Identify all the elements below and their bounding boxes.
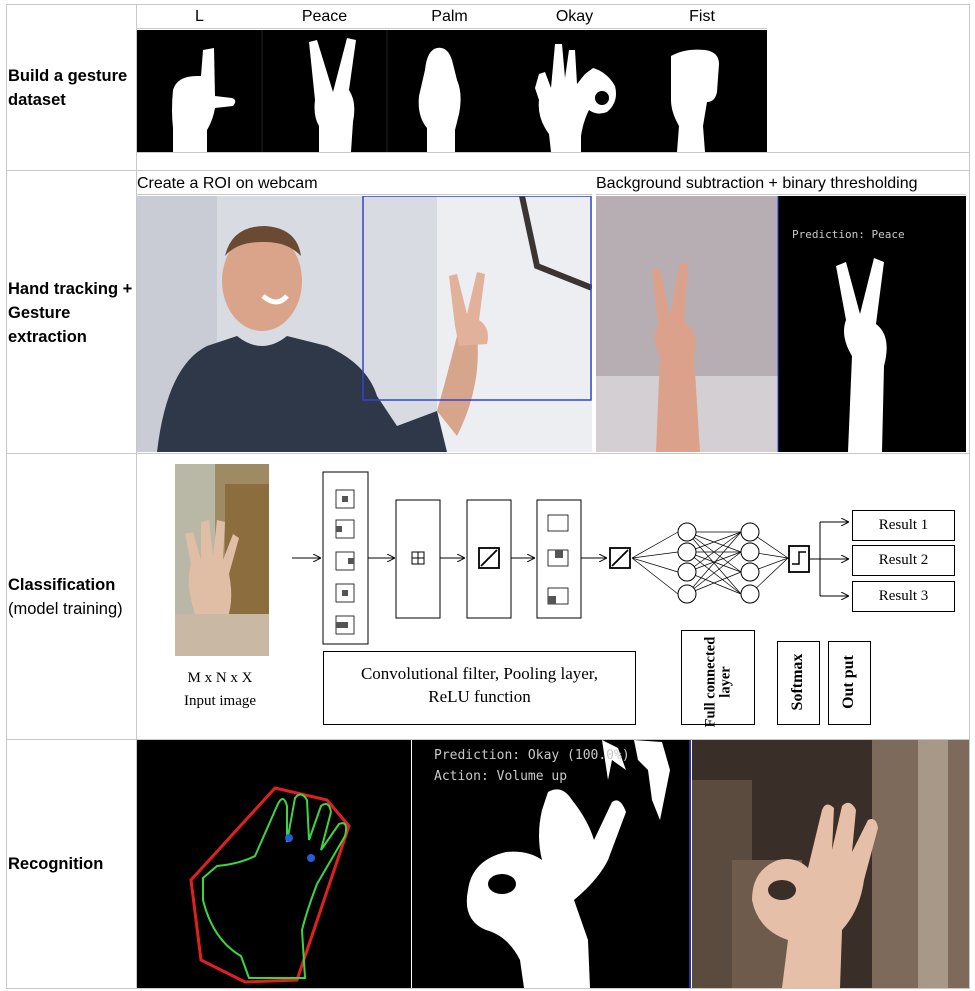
gesture-image-fist [671, 49, 719, 152]
conv-description-line1: Convolutional filter, Pooling layer, [360, 664, 599, 683]
roi-box [362, 196, 592, 401]
convex-hull [189, 786, 351, 984]
roi-caption-underline [137, 194, 592, 195]
recognition-prediction-text: Prediction: Okay (100.0%) [434, 748, 630, 763]
pooling-block [395, 499, 441, 619]
gesture-image-peace [309, 38, 356, 152]
binary-okay-panel [412, 740, 691, 988]
result-label-2: Result 2 [878, 552, 929, 568]
input-image-label: Input image [183, 693, 257, 709]
result-box-3: Result 3 [852, 581, 955, 612]
row-label-recognition: Recognition [8, 855, 104, 873]
cnn-architecture-diagram [292, 471, 860, 645]
gesture-label-okay: Okay [555, 8, 594, 25]
row-label-dataset: Build a gesture dataset [8, 67, 128, 109]
classification-main-label: Classification [8, 576, 116, 594]
bg-subtraction-caption: Background subtraction + binary threshol… [596, 175, 918, 192]
roi-caption: Create a ROI on webcam [137, 175, 318, 192]
dataset-bottom-line [137, 152, 970, 153]
row-divider-2 [6, 453, 970, 454]
row-divider-1 [6, 170, 970, 171]
conv-description-line2: ReLU function [428, 687, 531, 706]
result-label-3: Result 3 [878, 588, 929, 604]
conv-description-box: Convolutional filter, Pooling layer, ReL… [323, 651, 636, 725]
gesture-label-palm: Palm [431, 8, 468, 25]
output-label-box: Out put [828, 641, 871, 725]
result-box-1: Result 1 [852, 510, 955, 541]
binary-hand-mask [836, 258, 887, 452]
label-column-divider [136, 4, 137, 989]
result-box-2: Result 2 [852, 545, 955, 576]
softmax-label-box: Softmax [777, 641, 820, 725]
person-figure [157, 226, 488, 452]
row-label-tracking: Hand tracking + Gesture extraction [8, 280, 133, 346]
result-label-1: Result 1 [878, 517, 929, 533]
webcam-roi-frame [137, 196, 592, 452]
gesture-image-l [172, 48, 236, 152]
second-conv-block [536, 499, 582, 619]
tracking-prediction-text: Prediction: Peace [792, 228, 905, 241]
webcam-okay-panel [692, 740, 969, 988]
gesture-caption-underline [137, 28, 767, 29]
row-label-classification: Classification (model training) [8, 573, 134, 621]
gesture-dataset-strip [137, 30, 767, 152]
gesture-image-palm [418, 47, 461, 152]
figure-frame [6, 4, 970, 989]
relu-block [466, 499, 512, 619]
fc-label-text: Full connected layer [702, 636, 734, 728]
gesture-image-okay [535, 44, 616, 152]
hand-photo [652, 262, 700, 452]
input-dims-label: M x N x X [187, 670, 253, 686]
fc-label-box: Full connected layer [681, 630, 755, 727]
row-divider-3 [6, 739, 970, 740]
bg-caption-underline [596, 194, 966, 195]
output-label-text: Out put [840, 655, 857, 709]
hand-contour [202, 793, 348, 979]
gesture-label-l: L [195, 8, 204, 25]
gesture-label-fist: Fist [689, 8, 715, 25]
recognition-action-text: Action: Volume up [434, 769, 568, 784]
classification-sub-label: (model training) [8, 600, 123, 618]
defect-point-2 [307, 854, 315, 862]
softmax-label-text: Softmax [789, 653, 806, 711]
okay-hand-photo [752, 802, 878, 988]
defect-point-1 [285, 834, 293, 842]
contour-hull-panel [137, 740, 411, 988]
fully-connected-network [631, 531, 789, 595]
binary-okay-mask [466, 789, 626, 988]
gesture-label-peace: Peace [301, 8, 348, 25]
background-subtraction-panel [596, 196, 966, 452]
input-image [175, 464, 269, 656]
